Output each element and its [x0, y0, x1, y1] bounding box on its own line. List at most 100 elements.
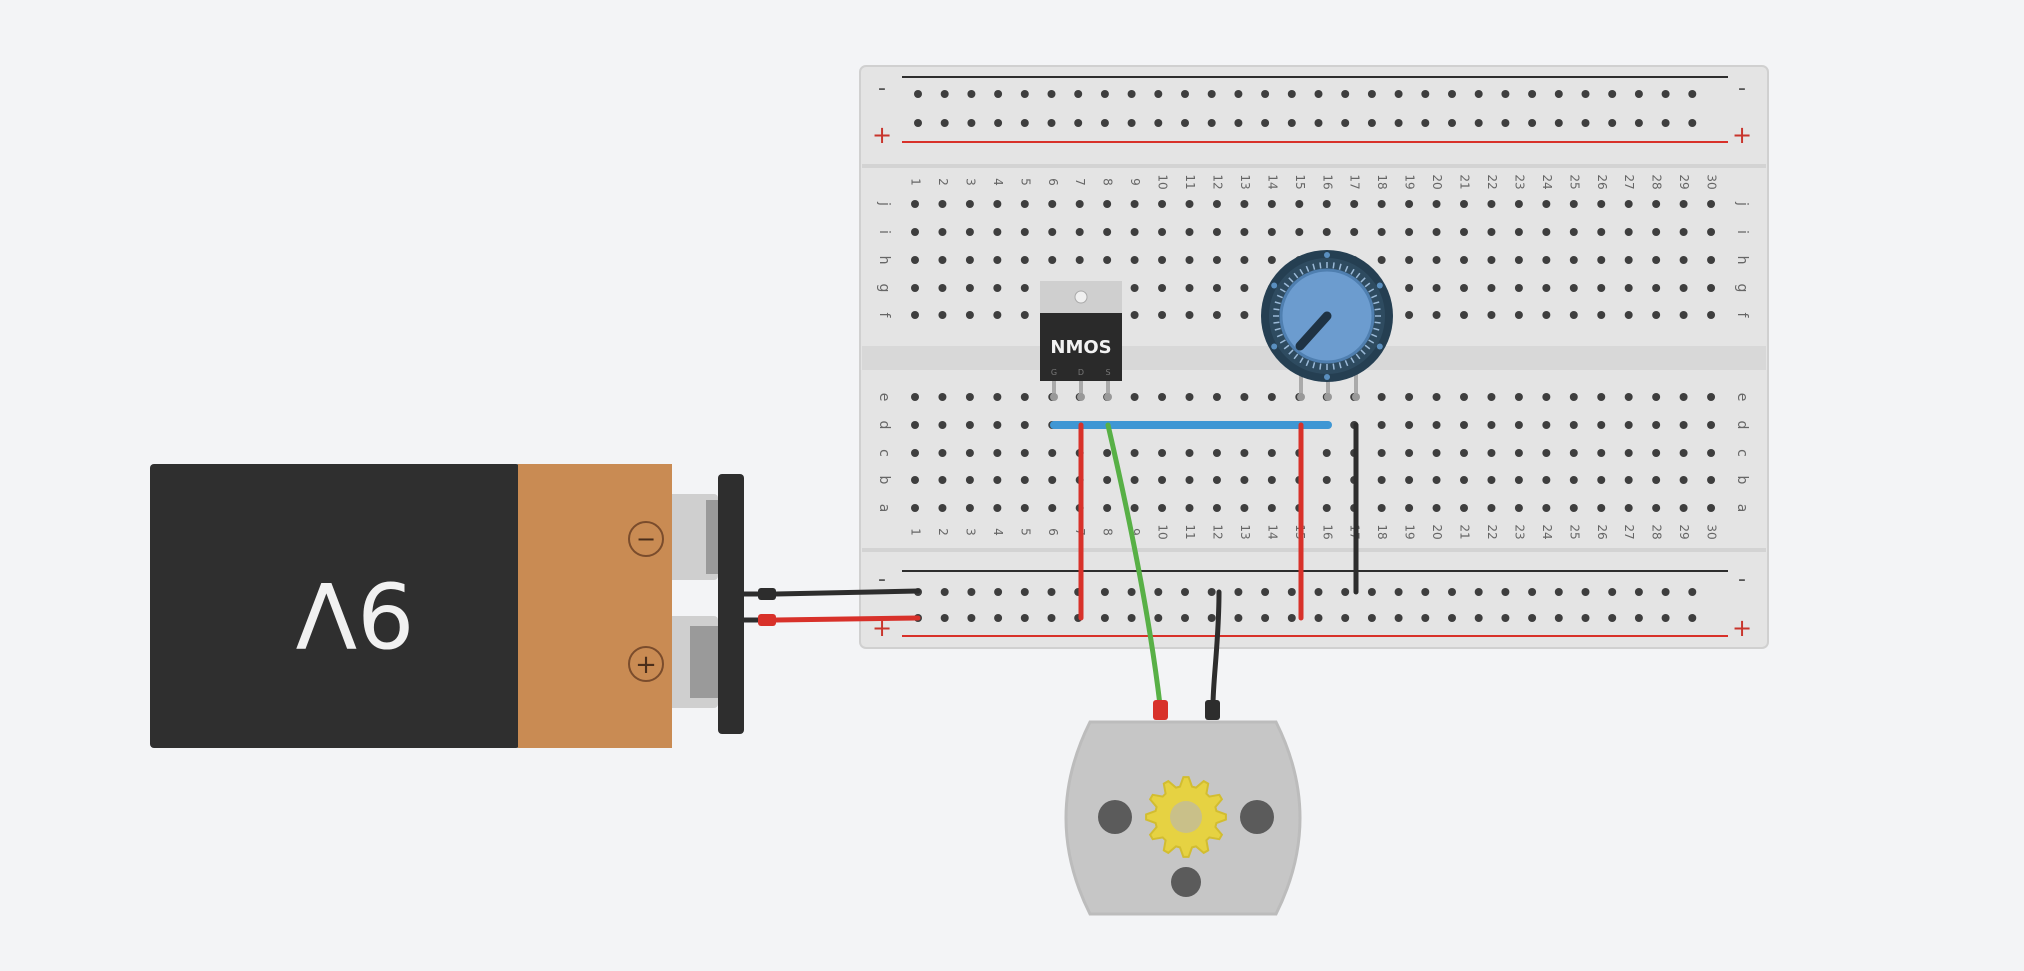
hole-h10[interactable] [1158, 256, 1167, 264]
hole-c8[interactable] [1103, 449, 1112, 457]
hole-i17[interactable] [1350, 228, 1359, 236]
hole-b19[interactable] [1405, 476, 1414, 484]
rail-hole[interactable] [940, 588, 949, 596]
hole-a10[interactable] [1158, 504, 1167, 512]
hole-i11[interactable] [1185, 228, 1194, 236]
rail-hole[interactable] [1688, 614, 1697, 622]
hole-f27[interactable] [1624, 311, 1633, 319]
rail-hole[interactable] [1528, 119, 1537, 127]
rail-hole[interactable] [1608, 614, 1617, 622]
hole-e27[interactable] [1624, 393, 1633, 401]
hole-j16[interactable] [1322, 200, 1331, 208]
hole-e5[interactable] [1020, 393, 1029, 401]
rail-hole[interactable] [1074, 90, 1083, 98]
rail-hole[interactable] [1261, 614, 1270, 622]
rail-hole[interactable] [1154, 614, 1163, 622]
rail-hole[interactable] [1394, 90, 1403, 98]
hole-f22[interactable] [1487, 311, 1496, 319]
hole-g5[interactable] [1020, 284, 1029, 292]
hole-i9[interactable] [1130, 228, 1139, 236]
hole-b18[interactable] [1377, 476, 1386, 484]
rail-hole[interactable] [1421, 119, 1430, 127]
hole-f21[interactable] [1460, 311, 1468, 319]
rail-hole[interactable] [1528, 588, 1537, 596]
hole-a22[interactable] [1487, 504, 1496, 512]
hole-g12[interactable] [1212, 284, 1221, 292]
rail-hole[interactable] [1448, 90, 1456, 98]
hole-c13[interactable] [1240, 449, 1249, 457]
rail-hole[interactable] [1688, 588, 1697, 596]
hole-b16[interactable] [1322, 476, 1331, 484]
hole-i3[interactable] [965, 228, 974, 236]
rail-hole[interactable] [1154, 119, 1163, 127]
hole-d3[interactable] [965, 421, 974, 429]
hole-c18[interactable] [1377, 449, 1386, 457]
hole-d19[interactable] [1405, 421, 1414, 429]
hole-d29[interactable] [1679, 421, 1688, 429]
rail-hole[interactable] [1474, 90, 1483, 98]
rail-hole[interactable] [1314, 614, 1323, 622]
hole-f26[interactable] [1597, 311, 1606, 319]
hole-e4[interactable] [993, 393, 1002, 401]
hole-j22[interactable] [1487, 200, 1496, 208]
hole-j30[interactable] [1707, 200, 1716, 208]
hole-a25[interactable] [1569, 504, 1578, 512]
hole-i21[interactable] [1460, 228, 1468, 236]
hole-g23[interactable] [1514, 284, 1523, 292]
rail-hole[interactable] [1127, 588, 1136, 596]
hole-b29[interactable] [1679, 476, 1688, 484]
hole-f28[interactable] [1652, 311, 1661, 319]
rail-hole[interactable] [1234, 588, 1243, 596]
hole-g1[interactable] [911, 284, 919, 292]
hole-i15[interactable] [1295, 228, 1304, 236]
hole-i24[interactable] [1542, 228, 1551, 236]
hole-g13[interactable] [1240, 284, 1249, 292]
rail-hole[interactable] [1207, 119, 1216, 127]
hole-e24[interactable] [1542, 393, 1551, 401]
hole-g11[interactable] [1185, 284, 1194, 292]
hole-d4[interactable] [993, 421, 1002, 429]
hole-c25[interactable] [1569, 449, 1578, 457]
hole-a5[interactable] [1020, 504, 1029, 512]
hole-f23[interactable] [1514, 311, 1523, 319]
rail-hole[interactable] [1661, 119, 1670, 127]
hole-a28[interactable] [1652, 504, 1661, 512]
rail-hole[interactable] [1581, 119, 1590, 127]
hole-f20[interactable] [1432, 311, 1441, 319]
hole-j8[interactable] [1103, 200, 1112, 208]
hole-j4[interactable] [993, 200, 1002, 208]
hole-h27[interactable] [1624, 256, 1633, 264]
hole-b8[interactable] [1103, 476, 1112, 484]
hole-a29[interactable] [1679, 504, 1688, 512]
hole-e1[interactable] [911, 393, 919, 401]
rail-hole[interactable] [1341, 588, 1350, 596]
rail-hole[interactable] [1127, 119, 1136, 127]
hole-i5[interactable] [1020, 228, 1029, 236]
hole-f13[interactable] [1240, 311, 1249, 319]
hole-j21[interactable] [1460, 200, 1468, 208]
hole-b22[interactable] [1487, 476, 1496, 484]
rail-hole[interactable] [1100, 90, 1109, 98]
hole-a2[interactable] [938, 504, 947, 512]
rail-hole[interactable] [1154, 90, 1163, 98]
rail-hole[interactable] [994, 614, 1003, 622]
hole-h9[interactable] [1130, 256, 1139, 264]
hole-a19[interactable] [1405, 504, 1414, 512]
hole-f4[interactable] [993, 311, 1002, 319]
rail-hole[interactable] [1634, 90, 1643, 98]
hole-d21[interactable] [1460, 421, 1468, 429]
hole-c4[interactable] [993, 449, 1002, 457]
rail-hole[interactable] [1127, 90, 1136, 98]
rail-hole[interactable] [1287, 119, 1296, 127]
hole-a12[interactable] [1212, 504, 1221, 512]
hole-c14[interactable] [1267, 449, 1276, 457]
hole-h25[interactable] [1569, 256, 1578, 264]
hole-c22[interactable] [1487, 449, 1496, 457]
dc-motor[interactable] [1064, 700, 1302, 916]
hole-e12[interactable] [1212, 393, 1221, 401]
rail-hole[interactable] [1528, 614, 1537, 622]
hole-h4[interactable] [993, 256, 1002, 264]
hole-c11[interactable] [1185, 449, 1194, 457]
hole-c3[interactable] [965, 449, 974, 457]
rail-hole[interactable] [1501, 90, 1510, 98]
